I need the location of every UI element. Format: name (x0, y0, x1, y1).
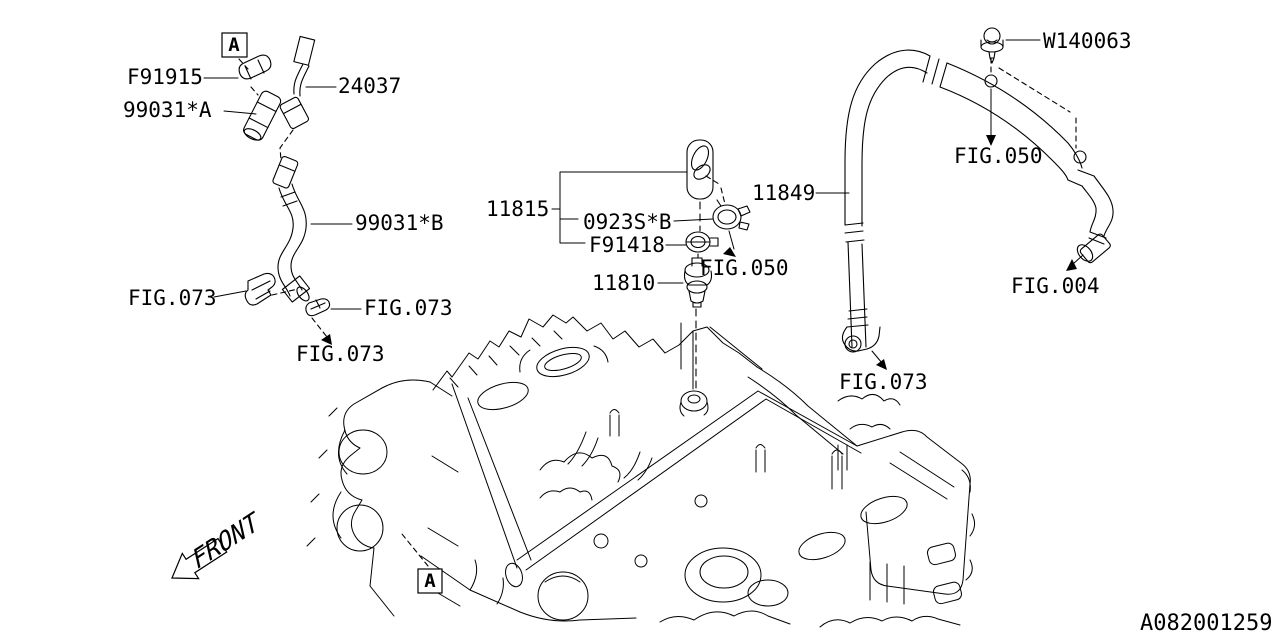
vent-hose-b-assembly: 99031*B FIG.073 FIG.073 FIG.073 (128, 156, 453, 366)
leader-0923s (673, 218, 714, 222)
clamp-f91418-part (685, 231, 719, 253)
view-marker-box-bottom (417, 568, 443, 594)
pcv-valve-part (683, 257, 713, 308)
leader-fig073-left (213, 290, 247, 298)
arrowhead-fig073-bottom (321, 334, 332, 345)
label-hose-11849: 11849 (752, 181, 815, 205)
label-fig073-right: FIG.073 (364, 296, 453, 320)
vent-hose-a-assembly: A F91915 99031*A 24037 (123, 32, 401, 161)
label-fig073-left: FIG.073 (128, 286, 217, 310)
label-fig050-right: FIG.050 (954, 144, 1043, 168)
arrow-fig073-right (871, 350, 883, 364)
view-marker-box-top (221, 32, 248, 58)
hose-11815-part (686, 139, 714, 200)
vent-hose-a-part (243, 90, 282, 141)
view-marker-bottom-label: A (424, 570, 436, 592)
footer-annotations: A FRONT A082001259 (171, 506, 1272, 636)
vent-hose-b-part (272, 156, 311, 303)
pcv-hose-11849-assembly: 11849 W140063 FIG.050 FIG.004 FIG.073 (752, 27, 1132, 394)
drawing-number: A082001259 (1140, 611, 1272, 636)
front-direction-indicator: FRONT (171, 506, 261, 580)
front-label: FRONT (191, 506, 261, 577)
view-marker-top-label: A (228, 34, 240, 56)
engine-block-drawing (306, 314, 976, 628)
harness-24037-part (279, 35, 316, 130)
label-clip-w140063: W140063 (1043, 29, 1132, 53)
label-fig073-bottom: FIG.073 (296, 342, 385, 366)
label-harness: 24037 (338, 74, 401, 98)
pcv-assembly: 11815 0923S*B FIG.050 F91418 118 (486, 139, 789, 391)
clamp-0923s-part (712, 199, 751, 231)
label-vent-hose-b: 99031*B (355, 211, 444, 235)
hose-11849-part (841, 49, 1114, 353)
label-vent-hose-a: 99031*A (123, 98, 212, 122)
label-fig073-bottom-right: FIG.073 (839, 370, 928, 394)
label-pcv-valve: 11810 (592, 271, 655, 295)
label-fig050-center: FIG.050 (700, 256, 789, 280)
clip-part-left (244, 272, 276, 306)
label-clamp-f91418: F91418 (589, 233, 665, 257)
label-fig004: FIG.004 (1011, 274, 1100, 298)
arrow-fig004 (1072, 254, 1084, 265)
bracket-11815 (551, 171, 688, 244)
clip-part-right (305, 298, 331, 317)
label-clamp-f91915: F91915 (127, 65, 203, 89)
leader-99031a (223, 110, 257, 115)
arrow-fig050-center (728, 230, 735, 250)
label-hose-assy: 11815 (486, 197, 549, 221)
label-clamp-0923s: 0923S*B (583, 210, 672, 234)
clip-w140063-part (980, 27, 1004, 64)
clamp-f91915-part (238, 54, 272, 80)
front-arrow-icon (171, 537, 228, 580)
